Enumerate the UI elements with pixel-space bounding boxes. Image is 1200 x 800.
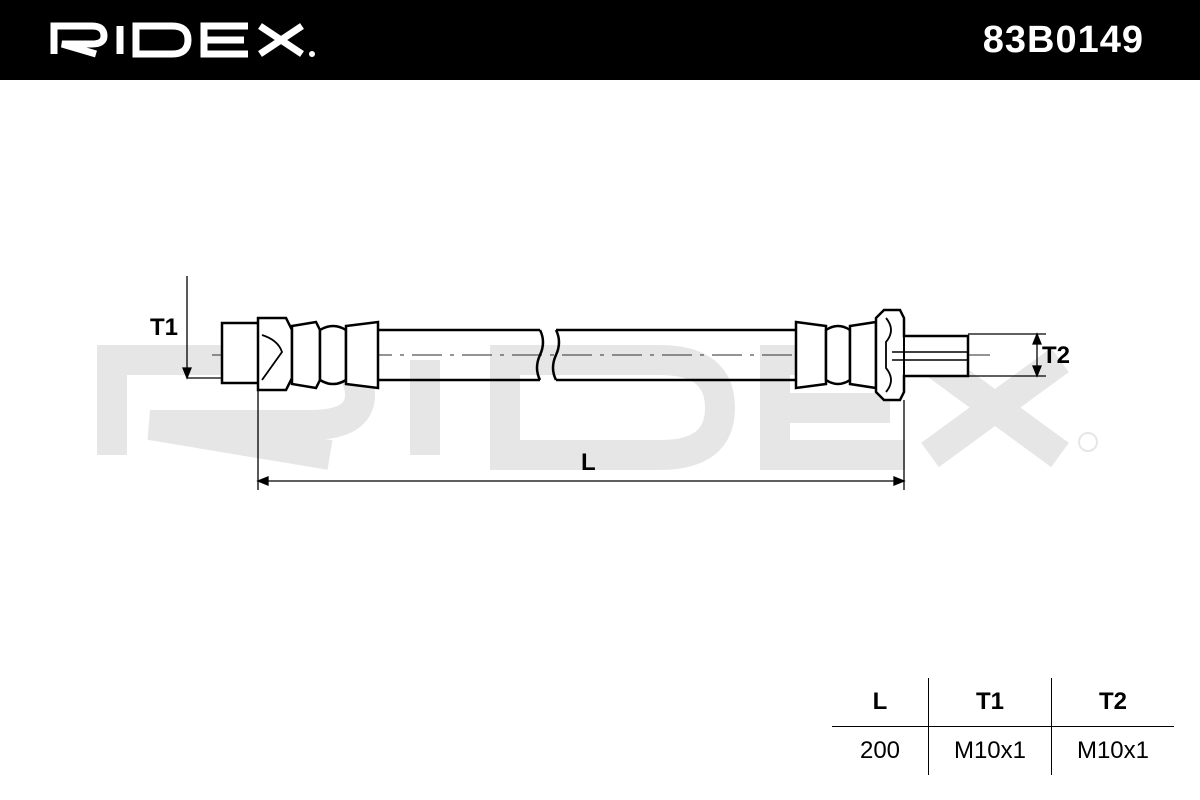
brand-logo (50, 22, 315, 58)
spec-value-t1: M10x1 (928, 726, 1052, 775)
registered-mark-icon (1078, 432, 1098, 452)
spec-header-t2: T2 (1051, 678, 1174, 727)
dimension-l (256, 390, 906, 490)
dimension-t1 (182, 276, 222, 380)
spec-value-t2: M10x1 (1051, 726, 1174, 775)
dim-label-t2: T2 (1042, 342, 1070, 369)
hose-body (378, 328, 796, 382)
dim-label-l: L (581, 449, 596, 476)
spec-header-row: L T1 T2 (832, 678, 1174, 727)
spec-value-row: 200 M10x1 M10x1 (832, 726, 1174, 775)
part-number: 83B0149 (982, 19, 1144, 61)
spec-value-l: 200 (832, 726, 929, 775)
left-fitting (220, 316, 380, 392)
dim-label-t1: T1 (150, 314, 178, 341)
spec-header-l: L (832, 678, 929, 727)
spec-table: L T1 T2 200 M10x1 M10x1 (830, 676, 1176, 777)
hose-technical-drawing: T1 T2 L (97, 276, 1098, 490)
header-bar: 83B0149 (0, 0, 1200, 80)
spec-header-t1: T1 (928, 678, 1052, 727)
dimension-t2 (968, 332, 1046, 378)
